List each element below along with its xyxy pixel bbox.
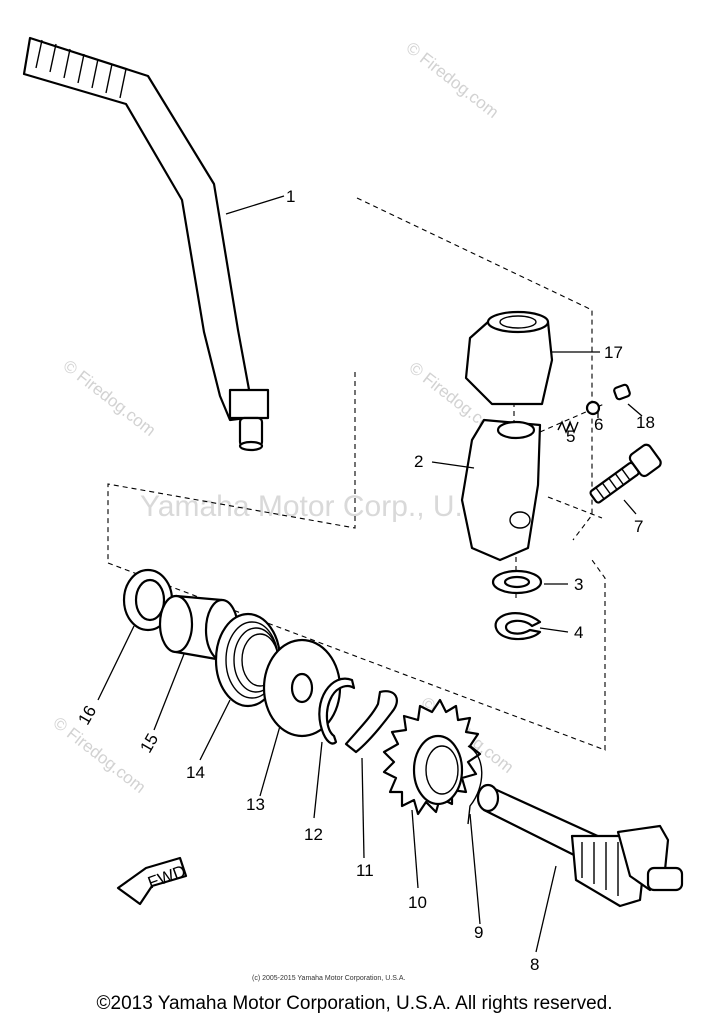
watermark-firedog: © Firedog.com	[60, 356, 160, 440]
callout-2: 2	[414, 452, 423, 471]
callout-11: 11	[356, 861, 374, 880]
callout-16: 16	[74, 702, 100, 728]
leader-lines	[97, 195, 643, 953]
circlip	[494, 612, 542, 641]
circlip-12	[318, 677, 356, 745]
friction-spring	[467, 745, 483, 825]
callout-13: 13	[246, 795, 265, 814]
callout-8: 8	[530, 955, 539, 974]
callout-7: 7	[634, 517, 643, 536]
kick-lever	[22, 36, 270, 452]
footer-copyright: ©2013 Yamaha Motor Corporation, U.S.A. A…	[96, 993, 613, 1014]
callout-labels: 1 17 2 18 6 5 7 3 4 16 15 14 13 12 11 10…	[74, 187, 655, 974]
callout-4: 4	[574, 623, 583, 642]
washer	[491, 569, 543, 595]
clip	[344, 690, 398, 754]
pinch-bolt	[589, 443, 662, 504]
lever-boot	[464, 310, 554, 406]
kick-crank-boss	[460, 418, 542, 562]
callout-17: 17	[604, 343, 623, 362]
callout-15: 15	[136, 730, 162, 756]
callout-10: 10	[408, 893, 427, 912]
forward-arrow-icon: FWD	[116, 856, 188, 906]
small-copyright: (c) 2005-2015 Yamaha Motor Corporation, …	[252, 975, 405, 982]
watermark-firedog: © Firedog.com	[50, 713, 150, 797]
detent-cap	[613, 383, 631, 401]
callout-14: 14	[186, 763, 205, 782]
callout-5: 5	[566, 427, 575, 446]
callout-3: 3	[574, 575, 583, 594]
watermark-firedog: © Firedog.com	[403, 38, 503, 122]
callout-12: 12	[304, 825, 323, 844]
kick-gear	[382, 698, 482, 816]
callout-9: 9	[474, 923, 483, 942]
callout-6: 6	[594, 415, 603, 434]
callout-1: 1	[286, 187, 295, 206]
callout-18: 18	[636, 413, 655, 432]
kick-axle	[476, 783, 684, 908]
detent-ball	[585, 400, 601, 416]
watermark-yamaha: Yamaha Motor Corp., U.S.A.	[140, 490, 520, 523]
